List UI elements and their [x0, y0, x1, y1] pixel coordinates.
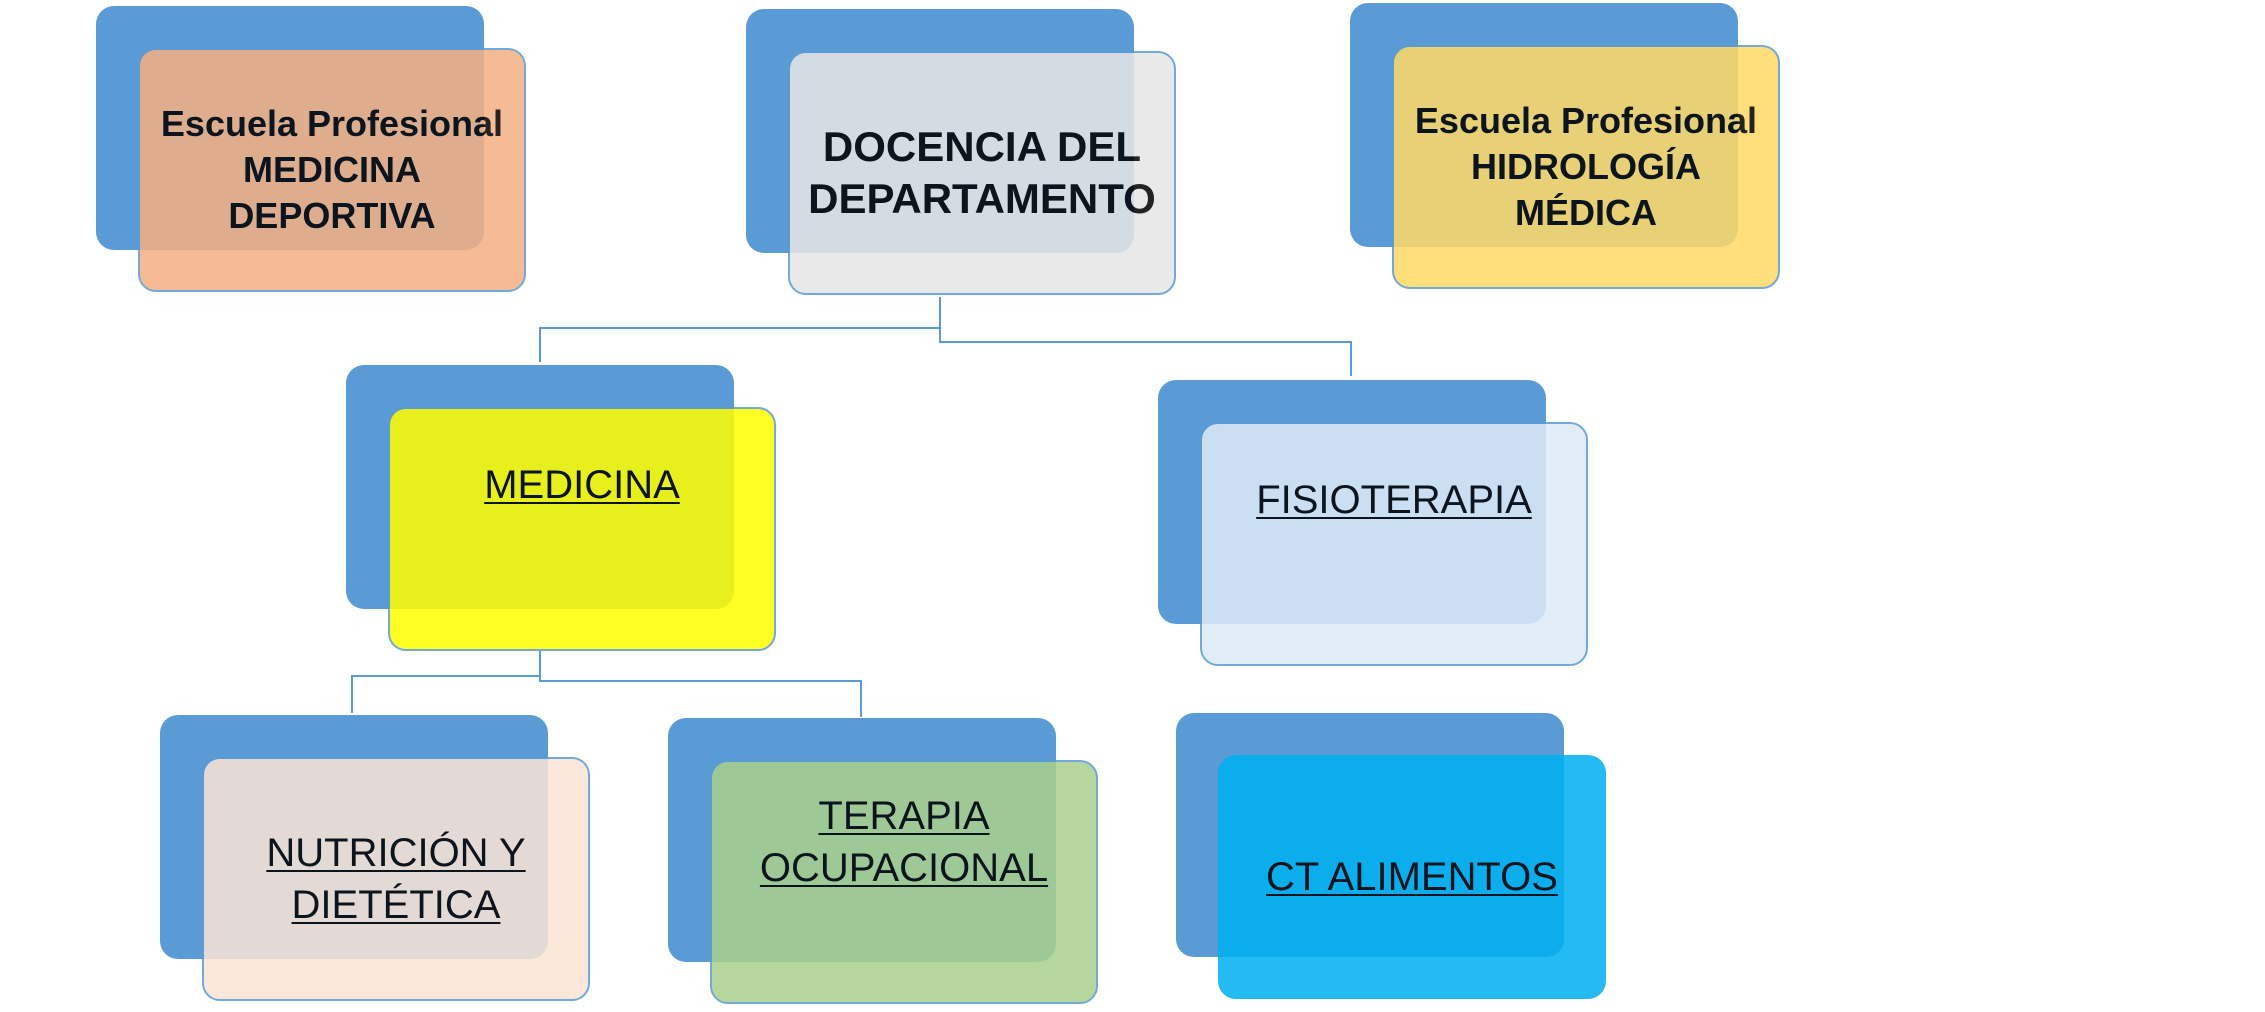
- node-box: CT ALIMENTOS: [1218, 755, 1606, 999]
- connector-docencia-medicina: [539, 297, 941, 362]
- node-label: Escuela Profesional MEDICINA DEPORTIVA: [160, 103, 504, 236]
- node-label: DOCENCIA DEL DEPARTAMENTO: [808, 123, 1156, 222]
- connector-docencia-fisioterapia: [939, 297, 1352, 376]
- node-box: FISIOTERAPIA: [1200, 422, 1588, 666]
- connector-medicina-nutricion: [351, 651, 541, 713]
- node-label[interactable]: CT ALIMENTOS: [1266, 855, 1558, 899]
- node-box: Escuela Profesional HIDROLOGÍA MÉDICA: [1392, 45, 1780, 289]
- node-label[interactable]: MEDICINA: [484, 463, 680, 507]
- node-box: TERAPIA OCUPACIONAL: [710, 760, 1098, 1004]
- node-box: MEDICINA: [388, 407, 776, 651]
- node-box: DOCENCIA DEL DEPARTAMENTO: [788, 51, 1176, 295]
- node-label: Escuela Profesional HIDROLOGÍA MÉDICA: [1414, 100, 1758, 233]
- node-label[interactable]: NUTRICIÓN Y DIETÉTICA: [266, 831, 526, 927]
- node-label[interactable]: FISIOTERAPIA: [1256, 478, 1532, 522]
- node-label[interactable]: TERAPIA OCUPACIONAL: [759, 794, 1049, 890]
- node-box: NUTRICIÓN Y DIETÉTICA: [202, 757, 590, 1001]
- connector-medicina-terapia: [539, 651, 862, 717]
- node-box: Escuela Profesional MEDICINA DEPORTIVA: [138, 48, 526, 292]
